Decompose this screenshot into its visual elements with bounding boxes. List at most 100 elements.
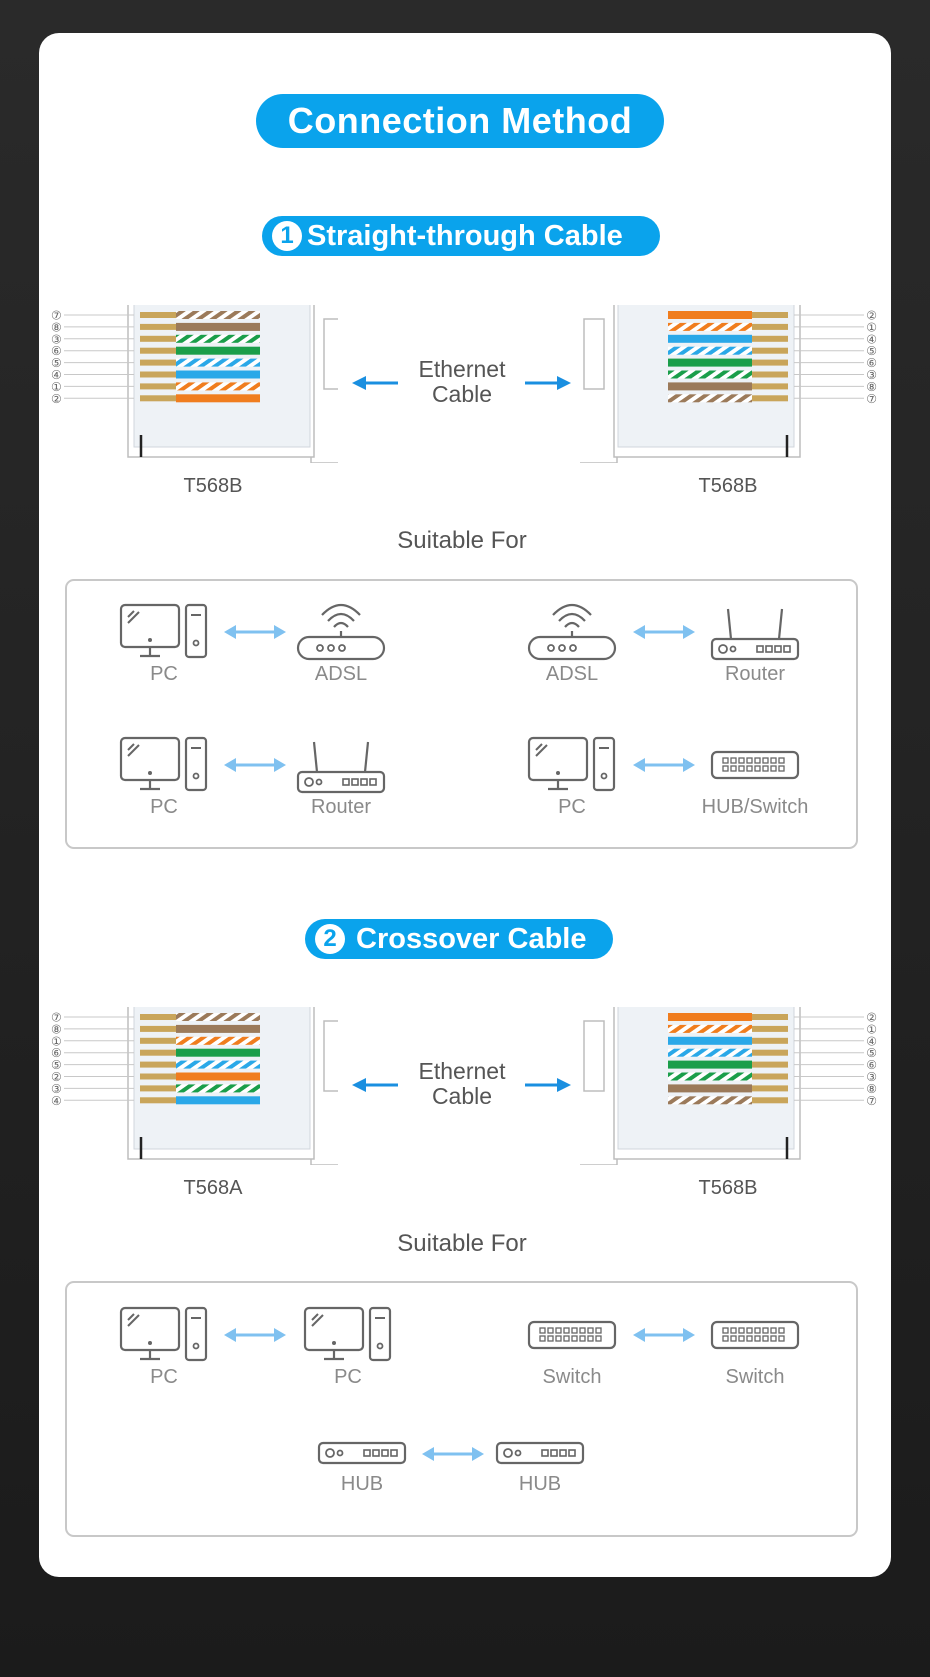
double-arrow-icon bbox=[224, 1327, 286, 1343]
pc-icon bbox=[119, 1306, 209, 1364]
section-number-badge: 2 bbox=[315, 924, 345, 954]
pc-icon bbox=[119, 736, 209, 794]
standard-label-left: T568B bbox=[183, 475, 243, 497]
pin-contact bbox=[140, 1085, 180, 1092]
pin-contact bbox=[140, 335, 180, 342]
device-switch: Switch bbox=[695, 1320, 815, 1389]
pin-contact bbox=[140, 1097, 180, 1104]
plug-boot bbox=[580, 1007, 618, 1165]
pin-number-label: ③ bbox=[866, 368, 877, 382]
device-pc: PC bbox=[512, 736, 632, 819]
pin-number-label: ④ bbox=[51, 368, 62, 382]
pin-number-label: ⑧ bbox=[51, 320, 62, 334]
device-adsl: ADSL bbox=[512, 597, 632, 686]
wire-④ bbox=[176, 370, 260, 379]
double-arrow-icon bbox=[633, 1327, 695, 1343]
double-arrow-icon bbox=[224, 624, 286, 640]
plug-boot bbox=[580, 305, 618, 463]
pin-number-label: ⑧ bbox=[866, 1082, 877, 1096]
pc-icon bbox=[119, 603, 209, 661]
wire-④ bbox=[668, 1036, 752, 1045]
device-pc: PC bbox=[104, 1306, 224, 1389]
wire-③ bbox=[668, 1072, 752, 1081]
wire-⑧ bbox=[176, 322, 260, 331]
pin-contact bbox=[140, 383, 180, 390]
pin-number-label: ⑦ bbox=[51, 309, 62, 323]
double-arrow-icon bbox=[633, 624, 695, 640]
adsl-modem-icon bbox=[296, 597, 386, 661]
device-switch: Switch bbox=[512, 1320, 632, 1389]
pin-number-label: ③ bbox=[51, 1082, 62, 1096]
pin-number-label: ① bbox=[866, 320, 877, 334]
pin-number-label: ⑧ bbox=[866, 380, 877, 394]
pin-number-label: ③ bbox=[51, 332, 62, 346]
section-number-badge: 1 bbox=[272, 221, 302, 251]
suitable-for-heading: Suitable For bbox=[397, 527, 527, 554]
section-title-straight-through: 1 Straight-through Cable bbox=[262, 216, 660, 256]
page-title: Connection Method bbox=[256, 94, 664, 148]
wire-① bbox=[668, 1024, 752, 1033]
section-title-text: Crossover Cable bbox=[356, 922, 587, 955]
wire-⑦ bbox=[668, 1096, 752, 1105]
pin-number-label: ④ bbox=[866, 1034, 877, 1048]
router-icon bbox=[296, 740, 386, 794]
pin-number-label: ② bbox=[866, 309, 877, 323]
wire-⑦ bbox=[176, 311, 260, 319]
wire-⑦ bbox=[176, 1013, 260, 1021]
switch-icon bbox=[710, 750, 800, 780]
device-hub: HUB bbox=[302, 1441, 422, 1496]
wire-⑤ bbox=[176, 1060, 260, 1069]
plug-boot-window bbox=[583, 318, 605, 390]
wire-⑤ bbox=[668, 1048, 752, 1057]
wire-⑥ bbox=[176, 1048, 260, 1057]
standard-label-right: T568B bbox=[698, 475, 758, 497]
pc-icon bbox=[527, 736, 617, 794]
suitable-devices-box bbox=[65, 1281, 858, 1537]
wire-⑧ bbox=[176, 1024, 260, 1033]
pin-contact bbox=[140, 1061, 180, 1068]
pin-contact bbox=[748, 1025, 788, 1032]
device-router: Router bbox=[281, 740, 401, 819]
pin-contact bbox=[748, 347, 788, 354]
pin-number-label: ③ bbox=[866, 1070, 877, 1084]
device-pc: PC bbox=[104, 736, 224, 819]
plug-boot-window bbox=[323, 1020, 338, 1092]
pin-number-label: ⑦ bbox=[51, 1011, 62, 1025]
wire-① bbox=[176, 1036, 260, 1045]
pin-contact bbox=[140, 312, 180, 318]
pin-contact bbox=[748, 395, 788, 402]
pin-contact bbox=[140, 1073, 180, 1080]
pin-contact bbox=[748, 335, 788, 342]
plug-boot-window bbox=[323, 318, 338, 390]
pin-contact bbox=[748, 1061, 788, 1068]
device-hub-switch: HUB/Switch bbox=[680, 750, 830, 819]
pin-number-label: ② bbox=[51, 392, 62, 406]
pin-contact bbox=[748, 1073, 788, 1080]
wire-③ bbox=[668, 370, 752, 379]
hub-icon bbox=[317, 1441, 407, 1465]
suitable-for-heading: Suitable For bbox=[397, 1230, 527, 1257]
wire-② bbox=[668, 1013, 752, 1021]
pin-contact bbox=[140, 359, 180, 366]
section-title-text: Straight-through Cable bbox=[307, 219, 623, 252]
pin-number-label: ⑤ bbox=[51, 356, 62, 370]
pin-contact bbox=[748, 371, 788, 378]
pin-contact bbox=[748, 323, 788, 330]
wire-② bbox=[176, 1072, 260, 1081]
arrow-right-icon bbox=[525, 376, 571, 390]
pin-contact bbox=[748, 1014, 788, 1020]
pin-contact bbox=[748, 359, 788, 366]
wire-⑧ bbox=[668, 1084, 752, 1093]
pin-contact bbox=[140, 1025, 180, 1032]
pin-number-label: ① bbox=[51, 380, 62, 394]
standard-label-left: T568A bbox=[183, 1177, 243, 1199]
pin-number-label: ⑦ bbox=[866, 1094, 877, 1108]
pin-contact bbox=[748, 383, 788, 390]
pin-number-label: ② bbox=[866, 1011, 877, 1025]
wire-⑤ bbox=[668, 346, 752, 355]
